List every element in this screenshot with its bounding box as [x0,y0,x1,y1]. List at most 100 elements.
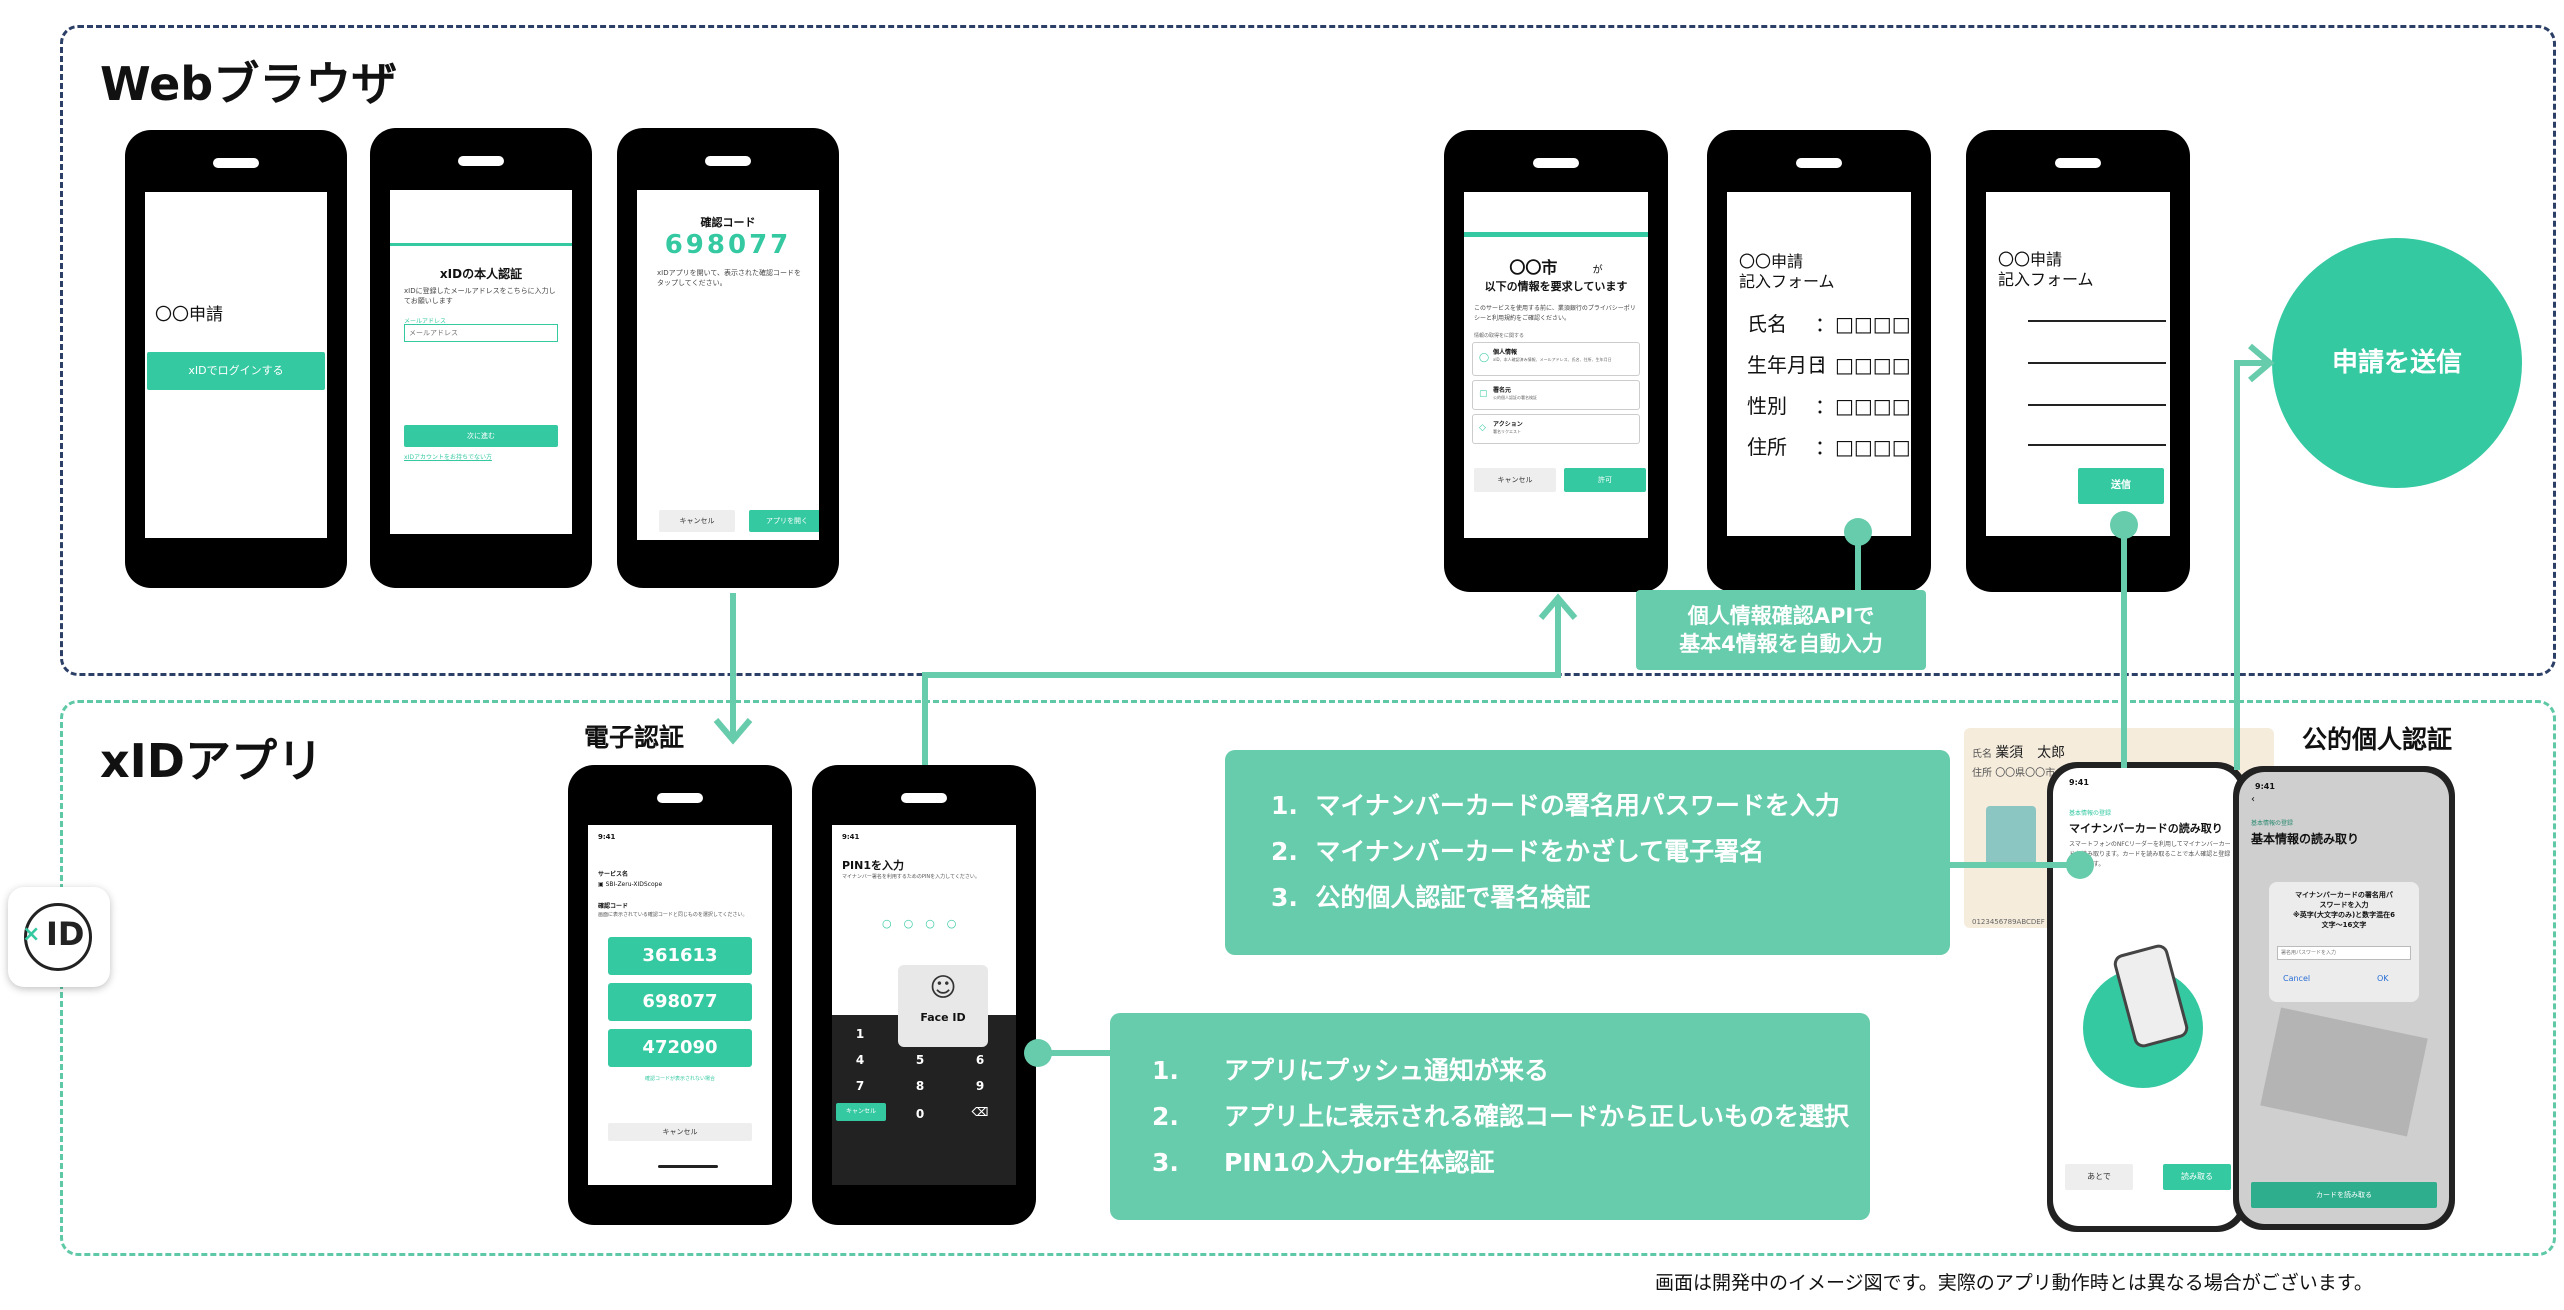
backspace-icon[interactable]: ⌫ [971,1105,989,1119]
dialog-line-2: スワードを入力 [2319,901,2369,909]
api-callout-line1: 個人情報確認APIで [1687,604,1875,628]
consent-item-personal-sub: xID、本人確認済み情報、メールアドレス、氏名、住所、生年月日 [1493,357,1612,362]
code-desc: xIDアプリを開いて、表示された確認コードをタップしてください。 [657,269,802,287]
consent-ga: が [1592,265,1603,276]
mynumber-step-3: 3. 公的個人認証で署名検証 [1271,883,1591,912]
form2-line-3[interactable] [2028,404,2166,406]
app-phone-pin: 9:41 PIN1を入力 マイナンバー署名を利用するためのPINを入力してくださ… [812,765,1036,1225]
key-1[interactable]: 1 [855,1027,865,1041]
tag-icon: ◇ [1479,423,1486,433]
xid-logo-x-icon: × [22,922,41,947]
denshi-auth-label: 電子認証 [584,723,685,752]
person-icon: ◯ [1479,353,1490,363]
pin-cancel-button[interactable]: キャンセル [836,1103,886,1121]
code-option-3[interactable]: 472090 [608,1029,752,1067]
app-phone-code-select: 9:41 サービス名 ▣ SBI-Zeru-XIDScope 確認コード 画面に… [568,765,792,1225]
app-callout-connector [1036,1050,1112,1056]
xid-logo-text: ID [46,915,85,953]
app-step-3: 3.PIN1の入力or生体認証 [1152,1148,1495,1177]
web-phone-form-empty: 〇〇申請 記入フォーム 送信 [1966,130,2190,592]
code-option-1[interactable]: 361613 [608,937,752,975]
key-6[interactable]: 6 [975,1053,985,1067]
koteki-auth-label: 公的個人認証 [2302,725,2453,754]
xid-app-title: xIDアプリ [100,734,323,788]
email-input[interactable] [404,324,558,342]
form-submit-button[interactable]: 送信 [2078,468,2164,504]
mynumber-connector [1950,862,2080,868]
key-5[interactable]: 5 [915,1053,925,1067]
mynumber-title: マイナンバーカードの読み取り [2069,822,2223,835]
form2-title-2: 記入フォーム [1998,270,2094,289]
web-phone-auth: xIDの本人認証 xIDに登録したメールアドレスをこちらに入力してお願いします … [370,128,592,588]
no-account-link[interactable]: xIDアカウントをお持ちでない方 [404,454,492,461]
consent-allow-button[interactable]: 許可 [1564,468,1646,492]
read-card-button[interactable]: カードを読み取る [2251,1182,2437,1208]
code-option-2[interactable]: 698077 [608,983,752,1021]
read-button[interactable]: 読み取る [2163,1164,2231,1190]
dialog-cancel-button[interactable]: Cancel [2283,974,2311,983]
face-id-label: Face ID [920,1011,966,1024]
arrow-to-submit-circle-head [2248,343,2275,383]
form2-line-2[interactable] [2028,362,2166,364]
pin-dots: ○○○○ [882,917,969,930]
open-app-button[interactable]: アプリを開く [749,510,819,532]
dialog-ok-button[interactable]: OK [2377,974,2389,983]
submit-connector-dot [2110,511,2138,539]
mynumber-header: 基本情報の登録 [2069,810,2112,817]
web-browser-title: Webブラウザ [100,57,398,111]
card-number: 0123456789ABCDEF [1972,918,2045,926]
mynumber-step-2: 2. マイナンバーカードをかざして電子署名 [1271,837,1765,866]
xid-login-button[interactable]: xIDでログインする [147,352,325,390]
document-icon: ▢ [1479,389,1488,399]
password-dialog: マイナンバーカードの署名用パ スワードを入力 ※英字(大文字のみ)と数字混在6 … [2269,882,2419,1002]
form2-title-1: 〇〇申請 [1998,250,2063,269]
consent-item-action-sub: 署名リクエスト [1493,429,1521,434]
status-time-3: 9:41 [2069,778,2089,787]
code-missing-link[interactable]: 確認コードが表示されない場合 [644,1076,715,1082]
consent-req-label: 情報の取得をに関する [1474,333,1525,339]
password-title: 基本情報の読み取り [2251,832,2360,846]
consent-item-signer: ▢ 署名元 公的個人認証の署名検証 [1472,380,1640,410]
form2-line-4[interactable] [2028,444,2166,446]
login-page-title: 〇〇申請 [155,305,223,325]
consent-desc: このサービスを使用する前に、業須銀行のプライバシーポリシーと利用規約をご確認くだ… [1474,305,1636,322]
email-field-label: メールアドレス [404,318,447,325]
mynumber-step-1: 1. マイナンバーカードの署名用パスワードを入力 [1271,791,1840,820]
arrow-to-app-head [713,718,753,745]
cancel-button[interactable]: キャンセル [659,510,735,532]
password-input[interactable] [2277,946,2411,960]
consent-cancel-button[interactable]: キャンセル [1474,468,1556,492]
key-0[interactable]: 0 [915,1107,925,1121]
arrow-to-submit-circle [2234,360,2268,770]
app-step-1: 1.アプリにプッシュ通知が来る [1152,1056,1550,1085]
verification-code: 698077 [664,230,792,260]
key-9[interactable]: 9 [975,1079,985,1093]
later-button[interactable]: あとで [2065,1164,2133,1190]
key-7[interactable]: 7 [855,1079,865,1093]
form-title-1: 〇〇申請 [1739,252,1804,271]
back-chevron-icon[interactable]: ‹ [2251,794,2255,805]
api-callout-line2: 基本4情報を自動入力 [1679,632,1883,656]
consent-item-action: ◇ アクション 署名リクエスト [1472,414,1640,444]
form2-line-1[interactable] [2028,320,2166,322]
app-phone-password: 9:41 ‹ 基本情報の登録 基本情報の読み取り マイナンバーカードの署名用パ … [2233,766,2455,1230]
web-phone-code: 確認コード 698077 xIDアプリを開いて、表示された確認コードをタップして… [617,128,839,588]
dialog-line-3: ※英字(大文字のみ)と数字混在6 [2292,911,2396,919]
form-title-2: 記入フォーム [1739,272,1835,291]
next-button[interactable]: 次に進む [404,425,558,447]
footnote: 画面は開発中のイメージ図です。実際のアプリ動作時とは異なる場合がございます。 [1655,1272,2373,1294]
consent-item-personal: ◯ 個人情報 xID、本人確認済み情報、メールアドレス、氏名、住所、生年月日 [1472,342,1640,376]
key-8[interactable]: 8 [915,1079,925,1093]
api-connector-dot [1844,518,1872,546]
mynumber-steps-callout: 1. マイナンバーカードの署名用パスワードを入力 2. マイナンバーカードをかざ… [1225,750,1950,955]
consent-item-signer-sub: 公的個人認証の署名検証 [1493,395,1537,400]
app-step-2: 2.アプリ上に表示される確認コードから正しいものを選択 [1152,1102,1850,1131]
status-time-2: 9:41 [842,833,860,841]
mynumber-connector-dot [2066,851,2094,879]
password-header: 基本情報の登録 [2251,820,2294,827]
form-row-birth: 生年月日：□□□□ [1747,353,1911,377]
key-4[interactable]: 4 [855,1053,865,1067]
app-cancel-button[interactable]: キャンセル [608,1123,752,1141]
home-indicator [658,1165,718,1168]
face-id-icon: ☺ [929,973,957,1003]
